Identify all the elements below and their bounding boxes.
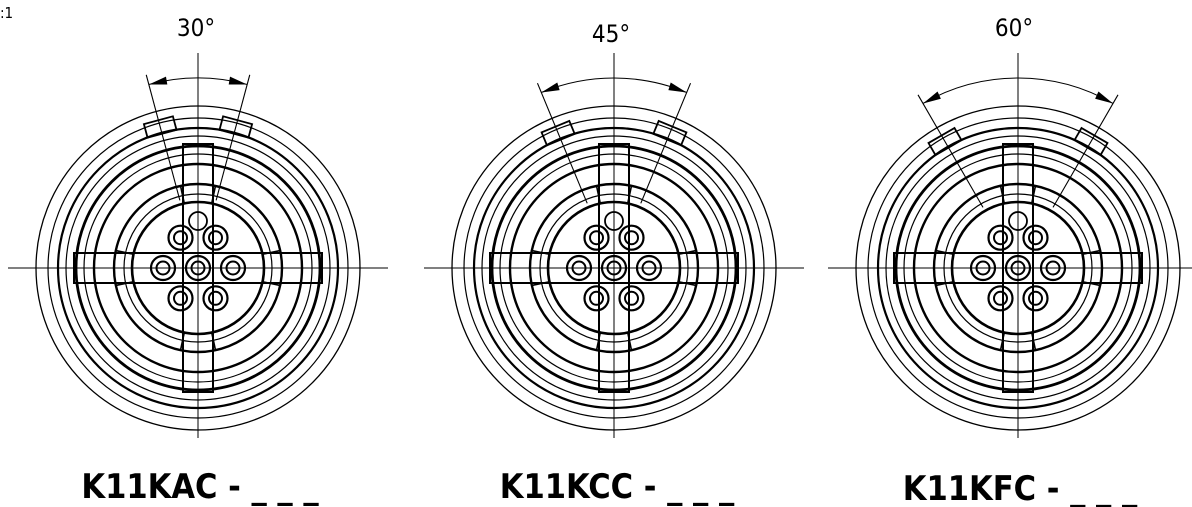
contact-pin-inner: [1028, 230, 1043, 246]
rib-edge: [678, 249, 697, 256]
contact-pin-inner: [208, 230, 223, 246]
rib-edge: [179, 185, 186, 204]
angle-extension-line: [145, 74, 181, 201]
dimension-arrowhead: [1095, 91, 1113, 104]
contact-pin-outer: [583, 224, 610, 251]
keyway-angle-label: 30°: [177, 14, 215, 42]
connector-face: [424, 53, 804, 438]
rib-edge: [935, 280, 954, 287]
part-number-label: K11KAC - _ _ _: [81, 467, 319, 507]
rib-edge: [1030, 332, 1037, 351]
rib-edge: [531, 280, 550, 287]
contact-pin-outer: [618, 224, 645, 251]
contact-pin-outer: [1022, 285, 1049, 312]
rib-edge: [262, 280, 281, 287]
rib-edge: [115, 249, 134, 256]
connector-view-45deg: 45° K11KCC - _ _ _: [424, 20, 804, 507]
angle-extension-line: [215, 74, 251, 201]
connector-face: [8, 53, 388, 438]
rib-edge: [531, 249, 550, 256]
contact-pin-inner: [173, 230, 188, 246]
rib-edge: [1082, 249, 1101, 256]
contact-pin-outer: [987, 285, 1014, 312]
angle-extension-line: [640, 83, 692, 204]
contact-pin-inner: [208, 290, 223, 306]
part-number-label: K11KFC - _ _ _: [903, 469, 1138, 507]
rib-edge: [626, 332, 633, 351]
contact-pin-outer: [618, 285, 645, 312]
rib-edge: [595, 185, 602, 204]
rib-edge: [999, 185, 1006, 204]
contact-pin-inner: [589, 230, 604, 246]
rib-edge: [210, 185, 217, 204]
rib-edge: [179, 332, 186, 351]
connector-view-30deg: 30° K11KAC - _ _ _: [8, 14, 388, 507]
dimension-arrowhead: [228, 76, 248, 85]
angle-dimension-arc: [922, 77, 1114, 104]
contact-pin-outer: [583, 285, 610, 312]
contact-pin-inner: [624, 230, 639, 246]
rib-edge: [210, 332, 217, 351]
contact-pin-outer: [202, 224, 229, 251]
scale-label: :1: [0, 4, 13, 22]
contact-pin-outer: [167, 285, 194, 312]
contact-pin-inner: [1028, 290, 1043, 306]
contact-pin-outer: [987, 224, 1014, 251]
rib-edge: [1030, 185, 1037, 204]
rib-edge: [999, 332, 1006, 351]
dimension-arrowhead: [923, 91, 941, 104]
dimension-arrowhead: [148, 76, 168, 85]
contact-pin-inner: [589, 290, 604, 306]
part-number-label: K11KCC - _ _ _: [500, 467, 735, 507]
contact-pin-inner: [173, 290, 188, 306]
rib-edge: [626, 185, 633, 204]
dimension-arrowhead: [668, 82, 687, 93]
contact-pin-outer: [1022, 224, 1049, 251]
rib-edge: [1082, 280, 1101, 287]
angle-extension-line: [917, 94, 984, 208]
connector-view-60deg: 60° K11KFC - _ _ _: [828, 14, 1192, 507]
rib-edge: [595, 332, 602, 351]
contact-pin-inner: [624, 290, 639, 306]
angle-extension-line: [1052, 94, 1119, 208]
keyway-angle-label: 60°: [995, 14, 1033, 42]
contact-pin-inner: [993, 290, 1008, 306]
dimension-arrowhead: [541, 82, 560, 93]
rib-edge: [262, 249, 281, 256]
connector-face: [828, 53, 1192, 438]
contact-pin-outer: [202, 285, 229, 312]
rib-edge: [115, 280, 134, 287]
angle-extension-line: [536, 83, 588, 204]
keyway-angle-label: 45°: [592, 20, 630, 48]
contact-pin-inner: [993, 230, 1008, 246]
rib-edge: [678, 280, 697, 287]
rib-edge: [935, 249, 954, 256]
contact-pin-outer: [167, 224, 194, 251]
